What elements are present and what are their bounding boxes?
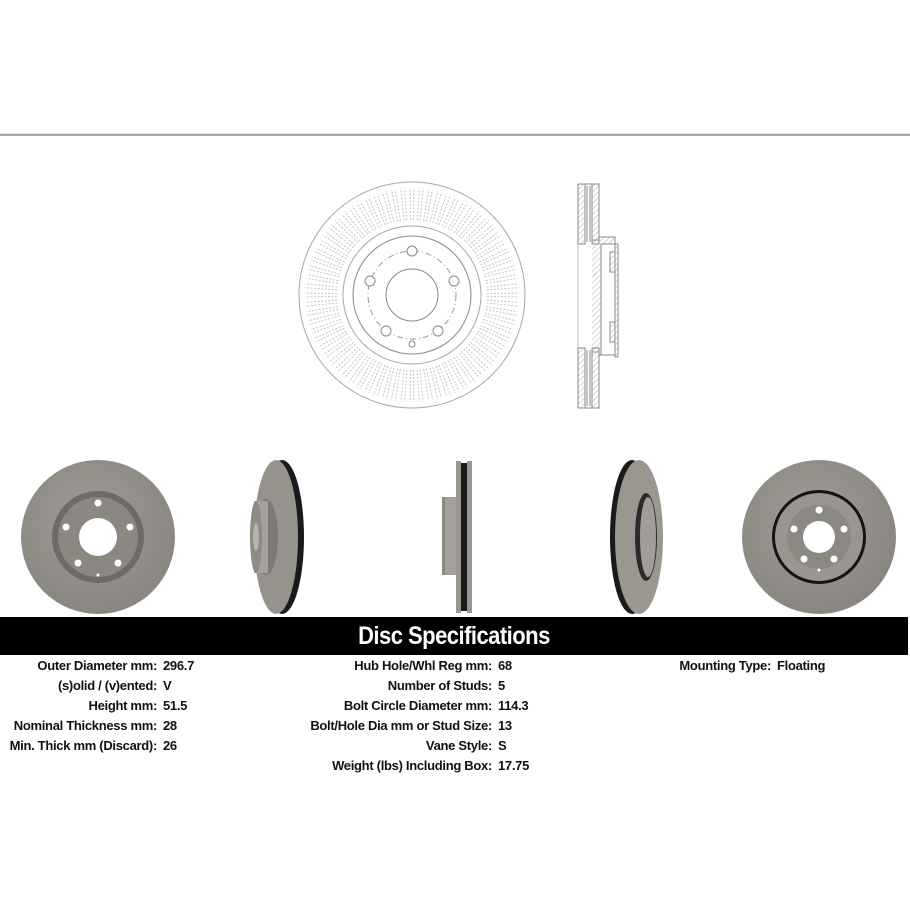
header-divider [0,133,910,136]
spec-value: 5 [498,678,505,693]
rotor-photo-angled-back [610,460,663,614]
spec-row-weight: Weight (lbs) Including Box: 17.75 [290,756,529,776]
spec-row-height: Height mm: 51.5 [0,696,194,716]
spec-column-3: Mounting Type: Floating [650,656,825,676]
spec-value: V [163,678,172,693]
disc-specifications-header: Disc Specifications [0,617,908,655]
spec-label: Bolt/Hole Dia mm or Stud Size: [310,718,492,733]
spec-value: 51.5 [163,698,188,713]
spec-label: Height mm: [88,698,157,713]
spec-value: Floating [777,658,826,673]
spec-label: Hub Hole/Whl Reg mm: [354,658,492,673]
spec-value: 13 [498,718,512,733]
spec-value: 17.75 [498,758,530,773]
rotor-front-drawing [298,181,526,409]
spec-row-outer-diameter: Outer Diameter mm: 296.7 [0,656,194,676]
spec-row-vane-style: Vane Style: S [290,736,529,756]
spec-value: 296.7 [163,658,195,673]
spec-label: Vane Style: [425,738,492,753]
spec-value: 26 [163,738,177,753]
spec-row-bolt-circle: Bolt Circle Diameter mm: 114.3 [290,696,529,716]
rotor-photo-front [21,460,175,614]
spec-value: 28 [163,718,177,733]
spec-column-2: Hub Hole/Whl Reg mm: 68 Number of Studs:… [290,656,529,776]
spec-row-nominal-thickness: Nominal Thickness mm: 28 [0,716,194,736]
spec-label: Min. Thick mm (Discard): [9,738,158,753]
rotor-photo-side [442,461,472,613]
spec-label: Weight (lbs) Including Box: [332,758,492,773]
spec-value: 114.3 [498,698,529,713]
spec-label: (s)olid / (v)ented: [57,678,157,693]
spec-label: Outer Diameter mm: [37,658,157,673]
section-title: Disc Specifications [358,621,550,650]
spec-label: Nominal Thickness mm: [13,718,158,733]
spec-row-solid-vented: (s)olid / (v)ented: V [0,676,194,696]
spec-row-min-thickness: Min. Thick mm (Discard): 26 [0,736,194,756]
spec-row-hub-hole: Hub Hole/Whl Reg mm: 68 [290,656,529,676]
spec-label: Number of Studs: [387,678,493,693]
rotor-photo-back [742,460,896,614]
spec-label: Mounting Type: [679,658,771,673]
spec-value: 68 [498,658,512,673]
spec-value: S [498,738,507,753]
spec-row-mounting-type: Mounting Type: Floating [650,656,825,676]
rotor-photo-angled-hat [250,460,304,614]
rotor-cross-section-drawing [577,183,619,409]
spec-row-number-of-studs: Number of Studs: 5 [290,676,529,696]
spec-column-1: Outer Diameter mm: 296.7 (s)olid / (v)en… [0,656,195,756]
spec-label: Bolt Circle Diameter mm: [343,698,492,713]
spec-row-bolt-hole-dia: Bolt/Hole Dia mm or Stud Size: 13 [290,716,529,736]
